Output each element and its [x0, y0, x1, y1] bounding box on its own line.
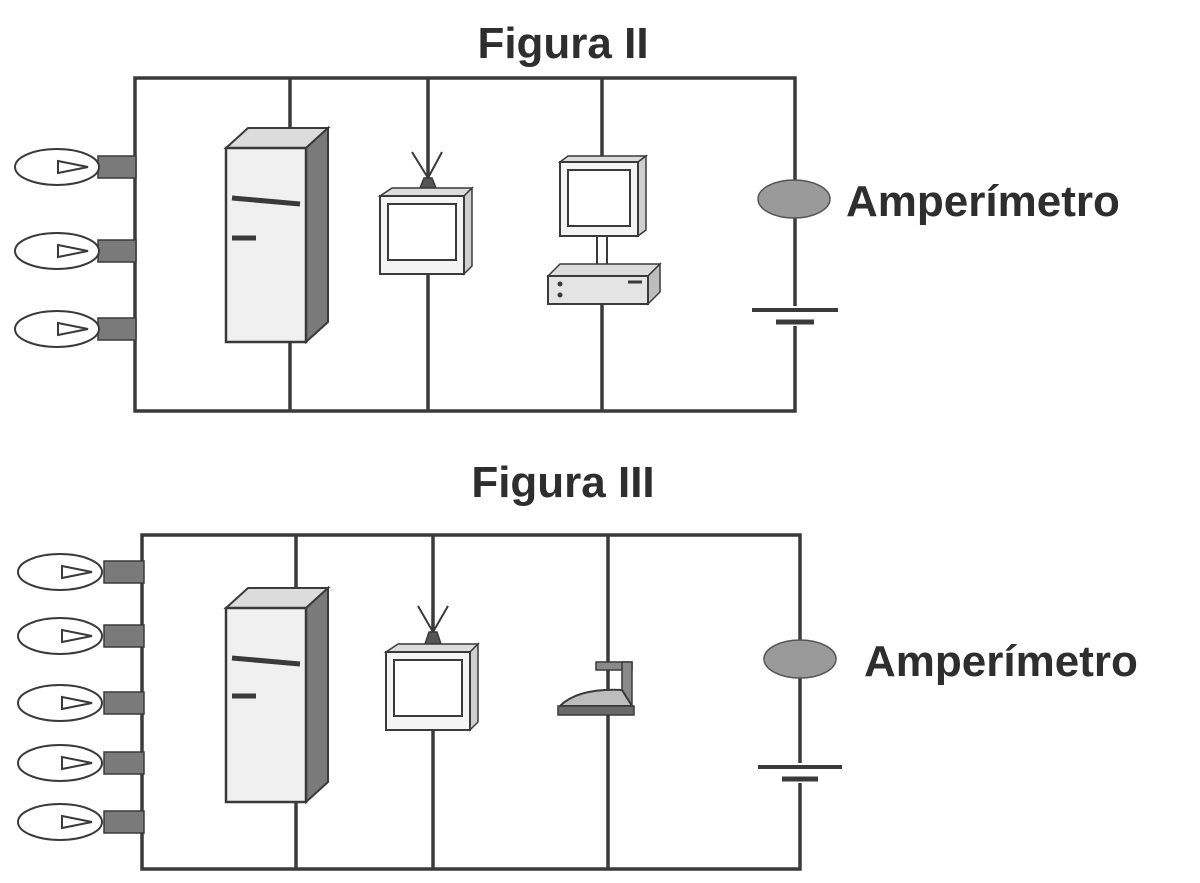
figure-2-ammeter-label: Amperímetro	[846, 177, 1120, 226]
figure-3-lamp	[17, 803, 145, 841]
figure-3-lamp	[17, 617, 145, 655]
figure-2-lamp	[14, 310, 137, 348]
figure-2-computer-icon	[546, 154, 662, 306]
figure-3-ammeter-label: Amperímetro	[864, 637, 1138, 686]
figure-3: Figura III	[17, 458, 1138, 871]
figure-3-television-icon	[383, 605, 480, 732]
figure-3-lamp	[17, 553, 145, 591]
figure-3-refrigerator-icon	[223, 585, 331, 805]
figure-2: Figura II	[14, 19, 1120, 413]
figure-2-refrigerator-icon	[223, 125, 331, 345]
figure-3-ammeter-icon	[763, 639, 837, 679]
figure-2-television-icon	[377, 151, 474, 276]
figure-2-title: Figura II	[477, 19, 648, 68]
figure-3-battery-icon	[758, 763, 842, 783]
figure-2-lamp	[14, 232, 137, 270]
figure-2-ammeter-icon	[757, 179, 831, 219]
figure-3-iron-icon	[557, 661, 635, 716]
figure-3-lamp	[17, 744, 145, 782]
figure-2-lamp	[14, 148, 137, 186]
figure-2-battery-icon	[752, 306, 838, 326]
figure-3-lamp	[17, 684, 145, 722]
figure-3-title: Figura III	[471, 458, 654, 507]
